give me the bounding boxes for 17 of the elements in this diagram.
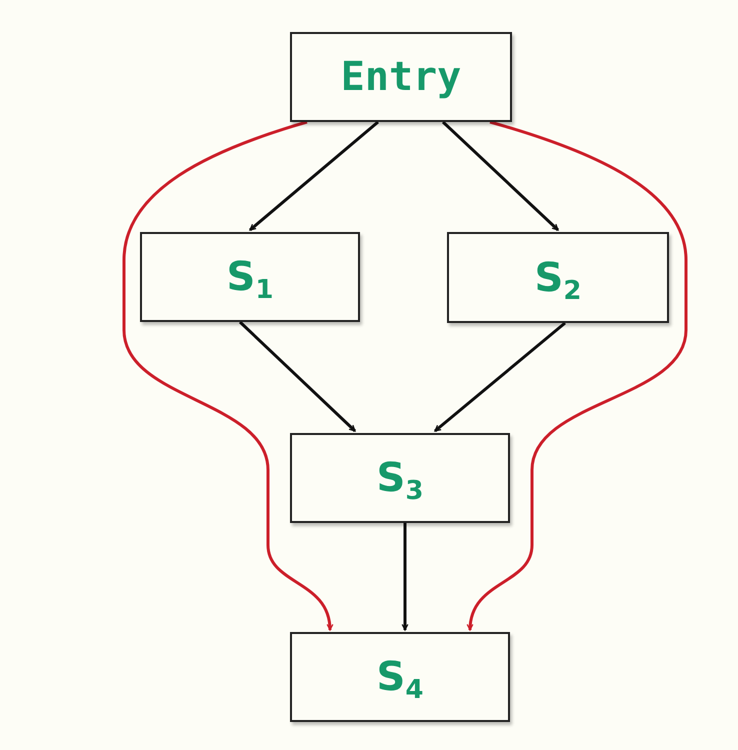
process-box bbox=[290, 32, 512, 122]
node-label: Entry bbox=[340, 54, 462, 100]
process-box bbox=[290, 632, 510, 722]
arrow bbox=[442, 120, 560, 232]
arrow bbox=[122, 120, 333, 631]
arrow bbox=[467, 120, 688, 631]
arrow bbox=[238, 320, 356, 432]
node-label: S$_{3}$ bbox=[376, 455, 424, 501]
process-box bbox=[140, 232, 360, 322]
node-label: S$_{2}$ bbox=[534, 254, 582, 300]
node-label: S$_{4}$ bbox=[376, 654, 424, 700]
node-label: S$_{1}$ bbox=[226, 254, 274, 300]
process-box bbox=[447, 232, 669, 323]
process-box bbox=[290, 433, 510, 523]
arrow bbox=[434, 322, 566, 432]
arrow bbox=[249, 120, 379, 232]
arrow bbox=[402, 523, 408, 631]
